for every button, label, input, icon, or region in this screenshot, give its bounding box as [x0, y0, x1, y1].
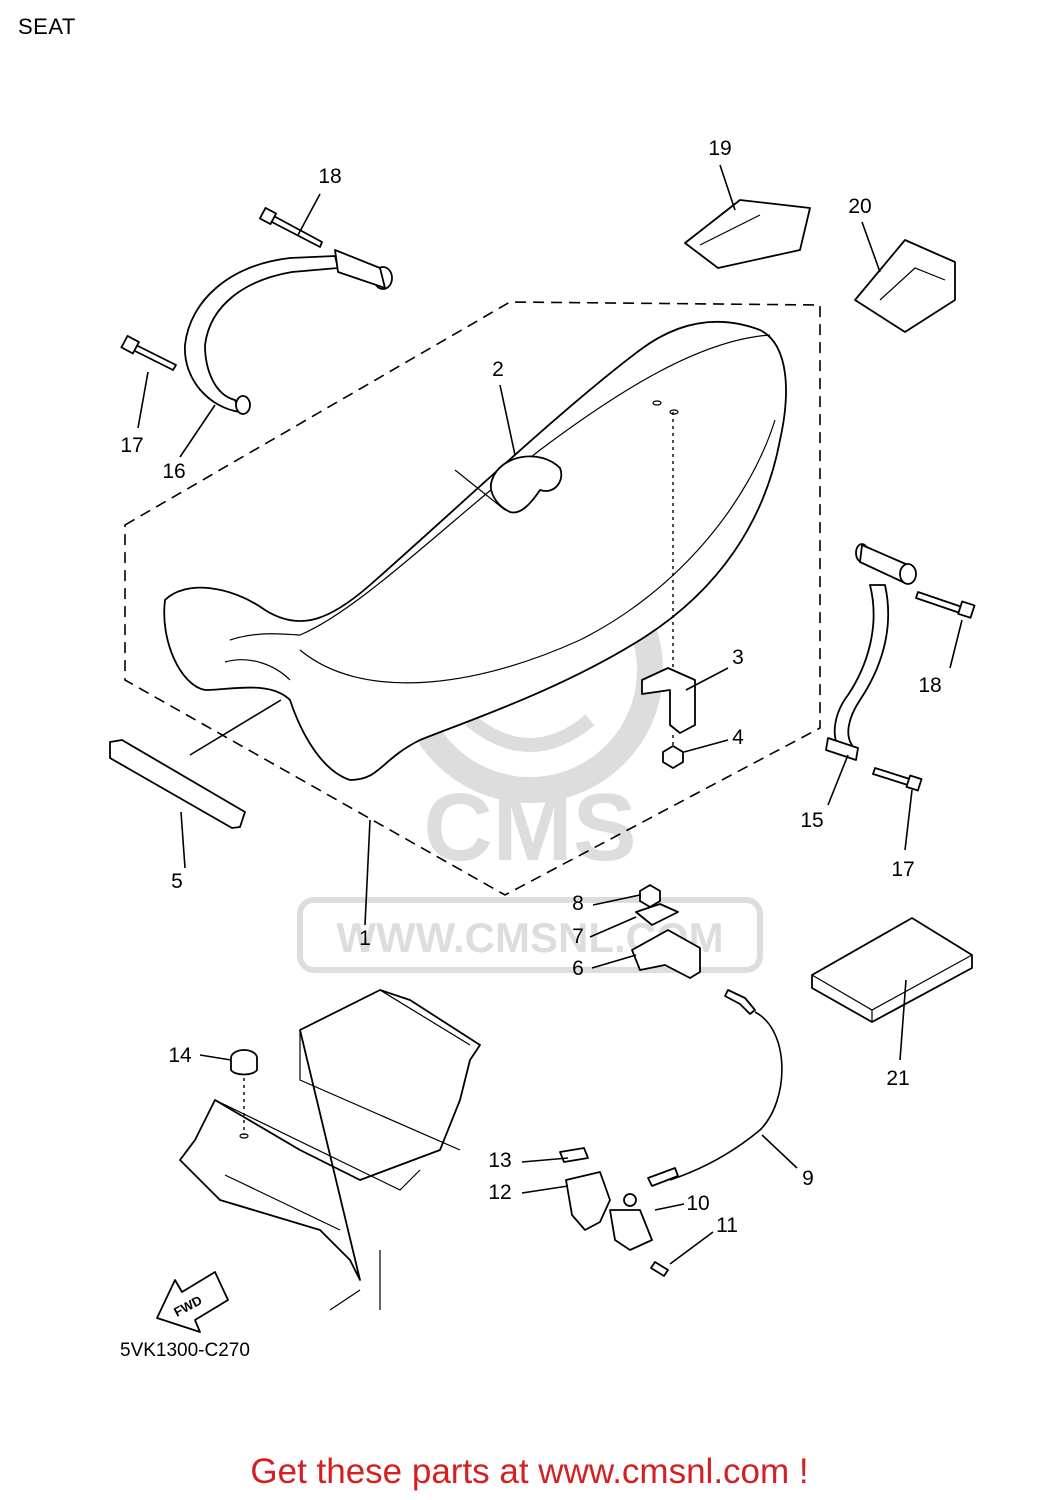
- callout-8: 8: [572, 892, 584, 915]
- diagram-code: 5VK1300-C270: [120, 1340, 250, 1361]
- part-11-bolt: [650, 1261, 669, 1277]
- part-9-cable: [669, 1011, 783, 1181]
- part-20-cover: [854, 239, 956, 333]
- callout-1: 1: [359, 927, 371, 950]
- callout-20: 20: [848, 195, 871, 218]
- callout-18-top: 18: [318, 165, 341, 188]
- seat: [163, 320, 787, 781]
- callout-9: 9: [802, 1167, 814, 1190]
- part-7-plate: [635, 903, 679, 926]
- callout-4: 4: [732, 726, 744, 749]
- callout-17-left: 17: [120, 434, 143, 457]
- callout-16: 16: [162, 460, 185, 483]
- seat-frame: [179, 989, 481, 1311]
- callout-6: 6: [572, 957, 584, 980]
- callout-11: 11: [716, 1214, 738, 1237]
- part-16-grab-bar: [184, 249, 393, 415]
- callout-15: 15: [800, 809, 823, 832]
- part-12-bracket: [565, 1171, 611, 1231]
- callout-14: 14: [168, 1044, 192, 1067]
- callout-5: 5: [171, 870, 183, 893]
- fwd-arrow-icon: [156, 1271, 229, 1333]
- part-10-latch: [609, 1209, 653, 1251]
- part-5-pad: [109, 739, 246, 829]
- callout-19: 19: [708, 137, 731, 160]
- callout-10: 10: [686, 1192, 709, 1215]
- callout-2: 2: [492, 358, 504, 381]
- part-19-cover: [684, 199, 811, 269]
- callout-13: 13: [488, 1149, 511, 1172]
- footer-cta-link[interactable]: Get these parts at www.cmsnl.com !: [250, 1452, 809, 1491]
- callout-18-right: 18: [918, 674, 941, 697]
- callout-3: 3: [732, 646, 744, 669]
- part-15-grab-bar: [825, 543, 917, 761]
- part-3-bracket: [641, 667, 696, 734]
- part-4-nut: [662, 745, 684, 769]
- callout-21: 21: [886, 1067, 909, 1090]
- part-18-bolt-top: [267, 213, 323, 248]
- part-8-nut: [639, 884, 661, 908]
- part-9-cable-end: [724, 989, 756, 1015]
- callout-12: 12: [488, 1181, 511, 1204]
- part-17-bolt-left: [132, 344, 177, 371]
- part-18-bolt-right: [915, 591, 963, 614]
- callout-7: 7: [572, 925, 584, 948]
- page-title: SEAT: [18, 14, 76, 39]
- callout-17-right: 17: [891, 858, 914, 881]
- part-13-pad: [559, 1147, 589, 1163]
- assembly-outline: [124, 301, 821, 896]
- part-6-lock: [631, 929, 701, 979]
- part-21-plate: [811, 917, 973, 1023]
